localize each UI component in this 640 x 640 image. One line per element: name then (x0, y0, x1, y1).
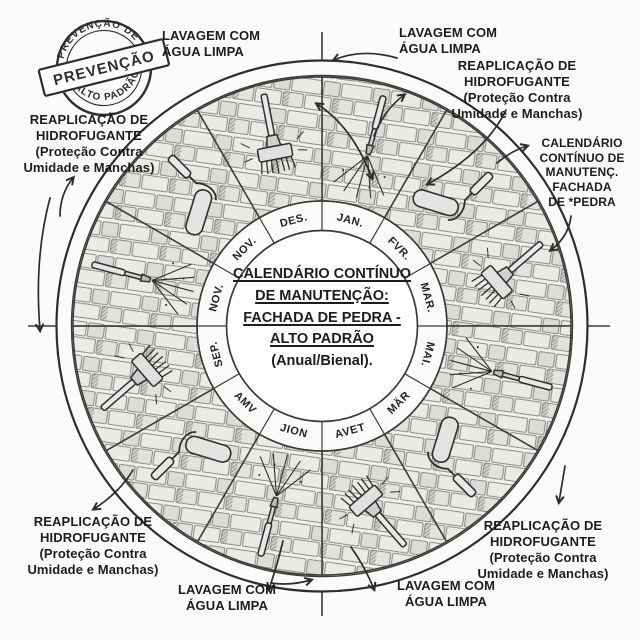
label-wash-bottom-right: LAVAGEM COM ÁGUA LIMPA (396, 578, 496, 609)
label-reapply-left: REAPLICAÇÃO DE HIDROFUGANTE (Proteção Co… (23, 112, 155, 175)
month-label: JAN. (335, 211, 365, 230)
month-divider (258, 408, 275, 435)
annotation-arrows (34, 52, 572, 593)
month-label: AVET (334, 421, 367, 441)
month-label: NOV. (207, 283, 226, 313)
center-title-line3: FACHADA DE PEDRA - (243, 309, 401, 326)
month-label: SEP. (207, 340, 225, 368)
month-divider (404, 373, 431, 390)
month-label: MAI. (418, 340, 436, 368)
month-label: MAR. (418, 281, 437, 314)
month-divider (404, 262, 431, 279)
month-divider (369, 217, 386, 244)
center-title-line2: DE MANUTENÇÃO: (255, 287, 389, 304)
stamp-banner (37, 38, 170, 97)
month-divider (213, 262, 240, 279)
label-reapply-bottom-right: REAPLICAÇÃO DE HIDROFUGANTE (Proteção Co… (477, 518, 609, 581)
month-divider (369, 408, 386, 435)
month-dividers (197, 201, 447, 451)
month-divider (258, 217, 275, 244)
label-reapply-top-right: REAPLICAÇÃO DE HIDROFUGANTE (Proteção Co… (451, 58, 583, 121)
month-divider (213, 373, 240, 390)
label-wash-bottom-left: LAVAGEM COM ÁGUA LIMPA (177, 582, 277, 613)
hub-circle (225, 229, 419, 423)
month-label: JION (279, 422, 309, 441)
label-calendar-note-right: CALENDÁRIO CONTÍNUO DE MANUTENÇ. FACHADA… (539, 136, 625, 209)
label-wash-top-left: LAVAGEM COM ÁGUA LIMPA (162, 28, 261, 59)
rim-outer-circle (55, 59, 589, 593)
quality-stamp: PREVENÇÃO DE ALTO PADRÃO PREVENÇÃO (37, 9, 170, 117)
rim-inner-circle (70, 74, 574, 578)
label-wash-top-right: LAVAGEM COM ÁGUA LIMPA (399, 25, 498, 56)
center-title-line1: CALENDÁRIO CONTÍNUO (232, 266, 412, 282)
center-title: CALENDÁRIO CONTÍNUO DE MANUTENÇÃO: FACHA… (230, 264, 414, 373)
center-title-line4: ALTO PADRÃO (270, 331, 374, 348)
label-reapply-bottom-left: REAPLICAÇÃO DE HIDROFUGANTE (Proteção Co… (27, 514, 159, 577)
center-title-line5: (Anual/Bienal). (271, 353, 373, 369)
month-label: DES. (279, 211, 309, 230)
